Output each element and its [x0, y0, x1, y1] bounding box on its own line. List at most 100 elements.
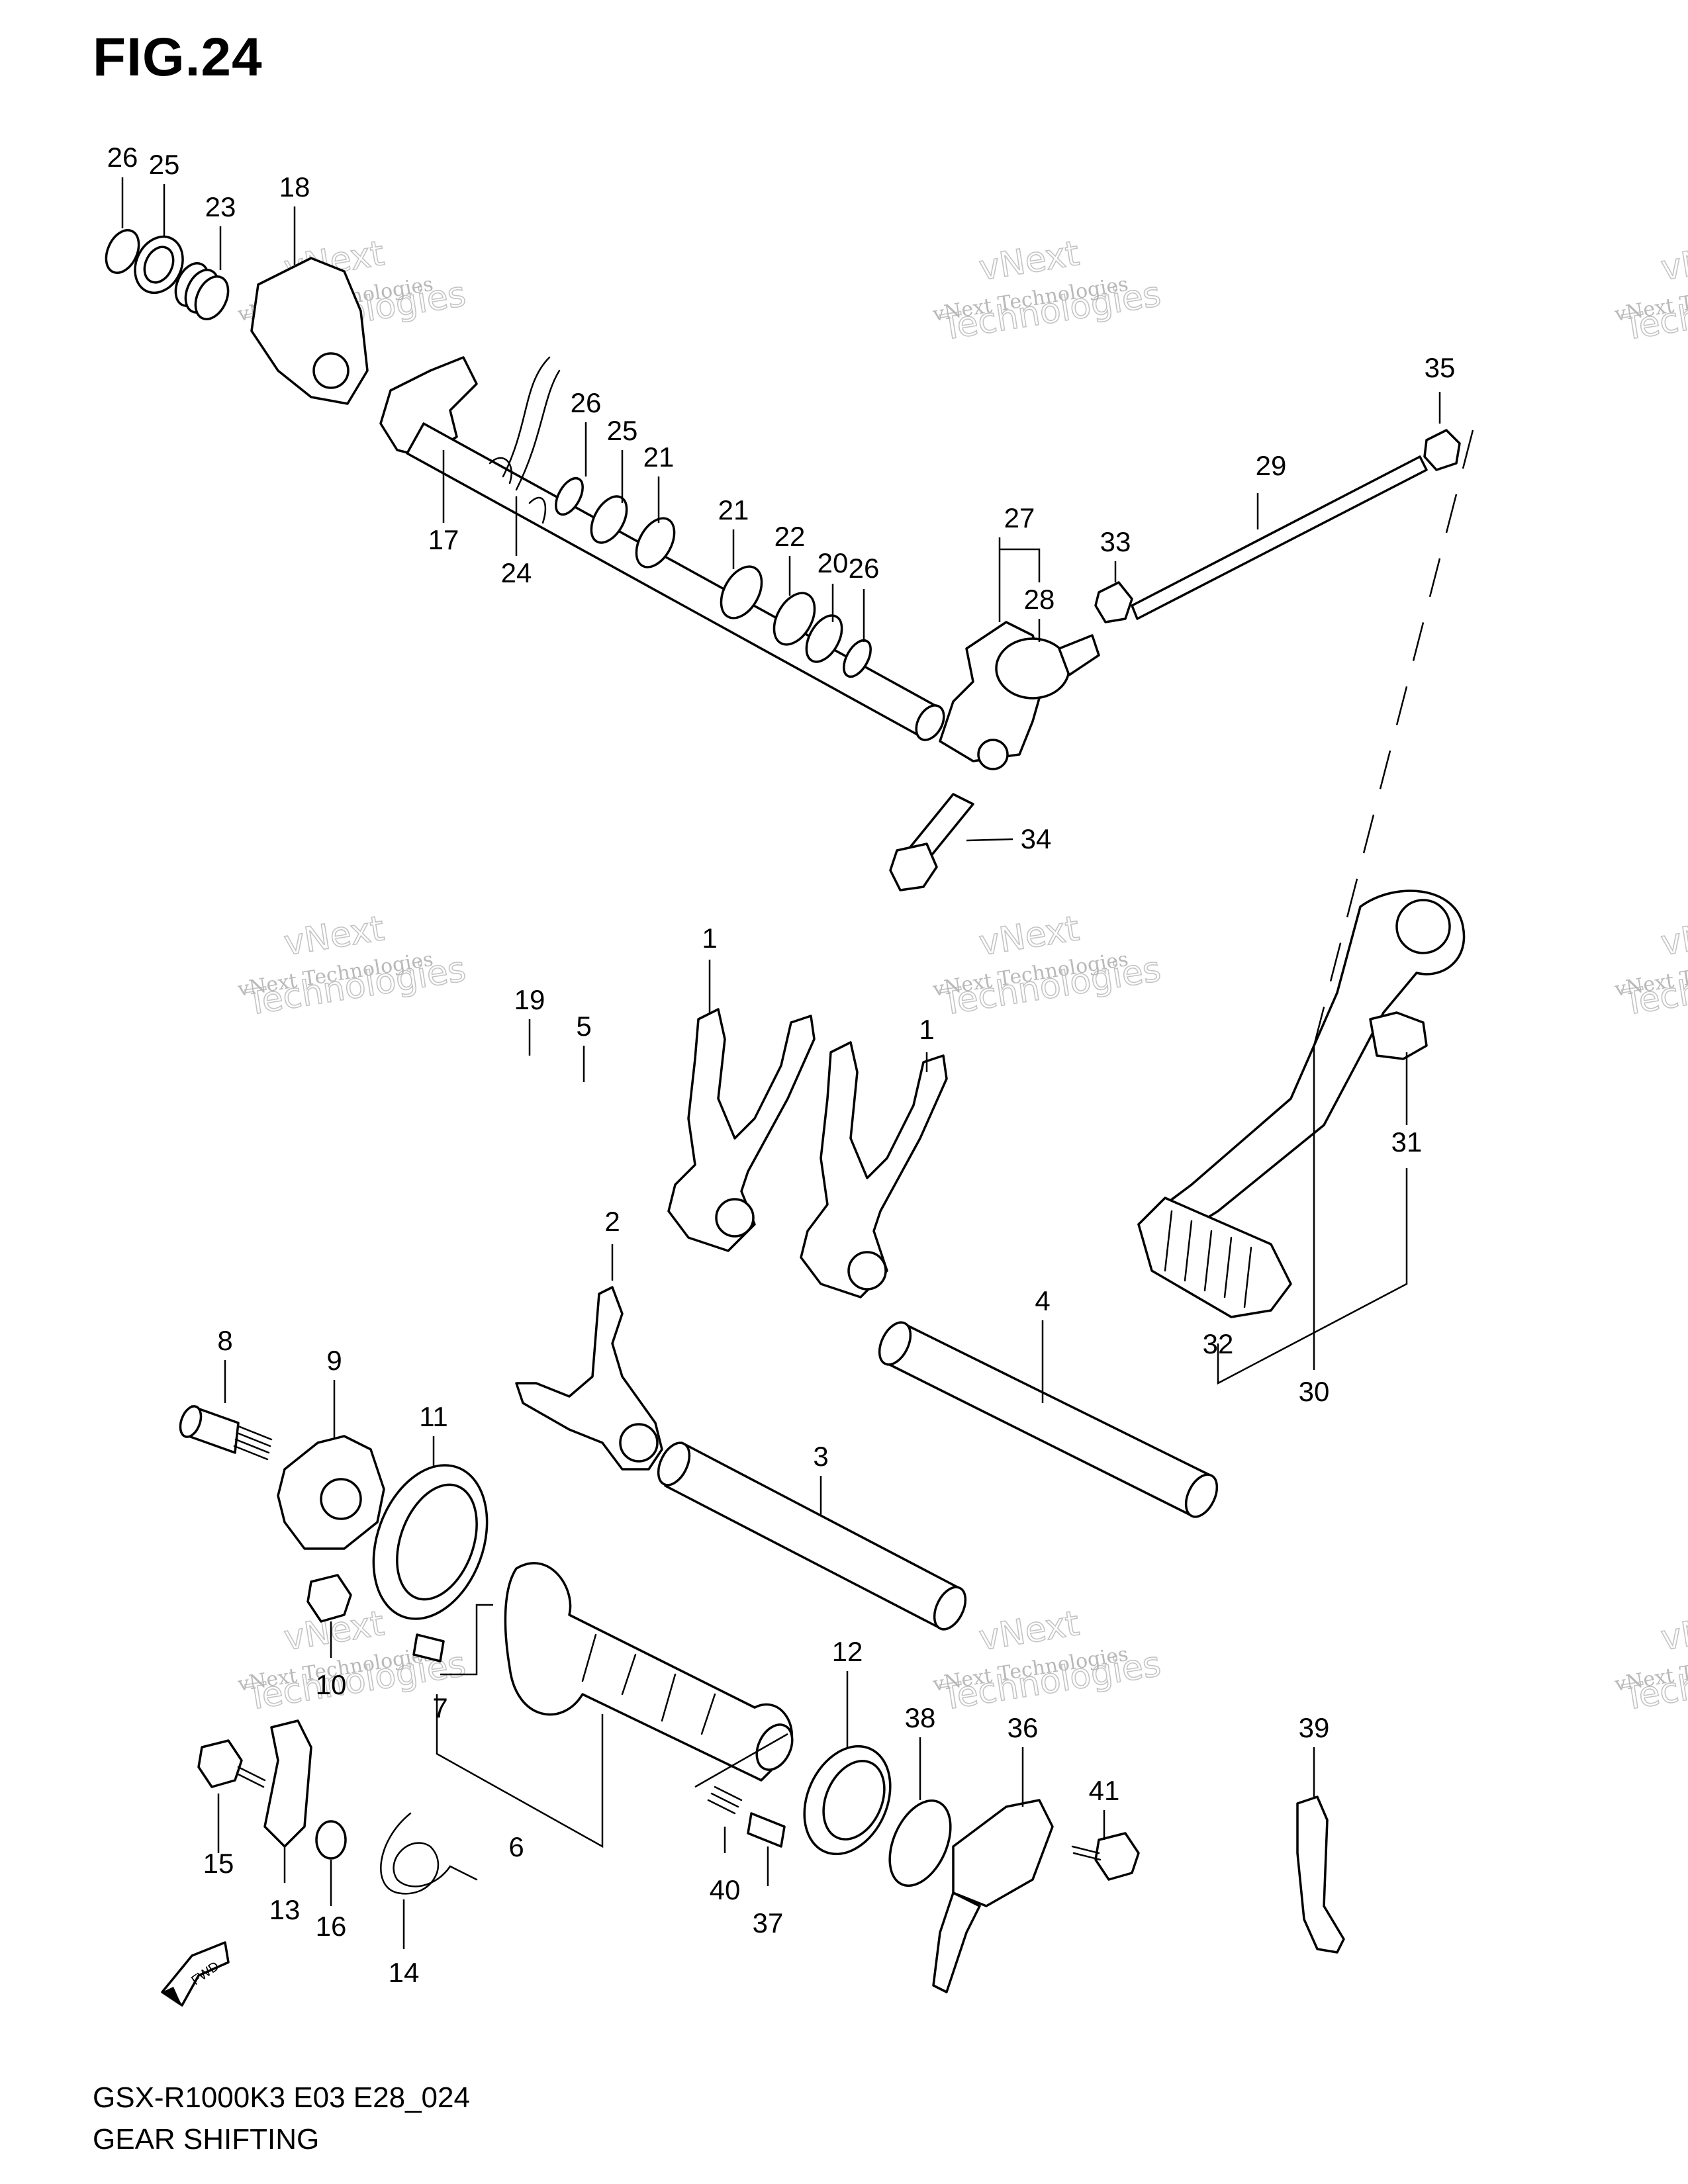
- svg-text:vNext: vNext: [1658, 909, 1688, 964]
- callout-13[interactable]: 13: [269, 1894, 301, 1925]
- callout-40[interactable]: 40: [710, 1874, 741, 1905]
- callout-28[interactable]: 28: [1024, 584, 1055, 615]
- svg-text:vNext: vNext: [1658, 234, 1688, 289]
- drum-bearing-part[interactable]: [353, 1449, 507, 1635]
- callout-32[interactable]: 32: [1203, 1328, 1234, 1359]
- lower-center-parts: [707, 1733, 1345, 1993]
- pedal-pivot-bolt[interactable]: [1369, 1011, 1428, 1060]
- fork-shaft-4[interactable]: [886, 1322, 1213, 1517]
- callout-1[interactable]: 1: [702, 923, 717, 954]
- callout-11[interactable]: 11: [419, 1401, 448, 1432]
- gearshift-drum-assembly: [179, 1405, 794, 1895]
- stopper-arm-part[interactable]: [263, 1719, 312, 1848]
- callout-37[interactable]: 37: [753, 1907, 784, 1938]
- callout-24[interactable]: 24: [501, 557, 532, 588]
- o-ring-part[interactable]: [878, 1792, 962, 1895]
- callout-2[interactable]: 2: [604, 1206, 620, 1237]
- callout-30[interactable]: 30: [1299, 1376, 1330, 1407]
- callout-16[interactable]: 16: [316, 1911, 347, 1942]
- callout-17[interactable]: 17: [428, 524, 459, 555]
- callout-3[interactable]: 3: [813, 1441, 828, 1472]
- needle-bearing-part[interactable]: [788, 1733, 907, 1868]
- callout-7[interactable]: 7: [432, 1692, 447, 1723]
- cam-screw-part[interactable]: [306, 1574, 352, 1623]
- stopper-spring-part[interactable]: [380, 1812, 478, 1895]
- gearshift-lever-part[interactable]: [1137, 889, 1466, 1246]
- callout-29[interactable]: 29: [1256, 450, 1287, 481]
- callout-34[interactable]: 34: [1021, 823, 1052, 854]
- spring-part[interactable]: [169, 258, 235, 324]
- callout-22[interactable]: 22: [774, 521, 806, 552]
- washer-part-16[interactable]: [315, 1820, 347, 1860]
- pedal-rubber-part[interactable]: [1137, 1197, 1292, 1318]
- callout-10[interactable]: 10: [316, 1669, 347, 1700]
- callout-31[interactable]: 31: [1391, 1126, 1423, 1158]
- callout-41[interactable]: 41: [1089, 1775, 1120, 1806]
- callout-33[interactable]: 33: [1100, 526, 1131, 557]
- svg-text:vNext: vNext: [1658, 1604, 1688, 1659]
- callout-27[interactable]: 27: [1004, 502, 1035, 533]
- callout-25[interactable]: 25: [149, 149, 180, 180]
- callout-39[interactable]: 39: [1299, 1712, 1330, 1743]
- shift-arm-part[interactable]: [379, 356, 478, 458]
- neutral-spring-part[interactable]: [707, 1786, 743, 1815]
- callout-8[interactable]: 8: [217, 1325, 232, 1356]
- callout-35[interactable]: 35: [1425, 352, 1456, 383]
- svg-text:vNext: vNext: [976, 909, 1082, 964]
- callout-26[interactable]: 26: [849, 553, 880, 584]
- callout-36[interactable]: 36: [1008, 1712, 1039, 1743]
- stopper-bolt-part[interactable]: [197, 1739, 243, 1788]
- section-title: GEAR SHIFTING: [93, 2123, 320, 2156]
- wire-clamp-part[interactable]: [1296, 1796, 1345, 1954]
- callout-4[interactable]: 4: [1035, 1285, 1050, 1316]
- shift-shaft-assembly: [100, 225, 945, 741]
- callout-14[interactable]: 14: [389, 1957, 420, 1988]
- callout-1[interactable]: 1: [919, 1014, 934, 1045]
- fork-shafts: [657, 1321, 1219, 1631]
- neutral-plunger-part[interactable]: [747, 1812, 786, 1848]
- callout-21[interactable]: 21: [718, 494, 749, 525]
- callout-9[interactable]: 9: [326, 1345, 342, 1376]
- callout-18[interactable]: 18: [279, 171, 310, 203]
- return-spring-part[interactable]: [489, 356, 561, 524]
- shift-link-assembly: [889, 429, 1461, 891]
- svg-text:vNext: vNext: [976, 234, 1082, 289]
- forward-direction-badge: FWD: [161, 1941, 230, 2007]
- ball-joint-part[interactable]: [995, 637, 1070, 700]
- svg-text:vNext: vNext: [976, 1604, 1082, 1659]
- callout-38[interactable]: 38: [905, 1702, 936, 1733]
- callout-26[interactable]: 26: [107, 142, 138, 173]
- switch-screw-part[interactable]: [1094, 1832, 1140, 1881]
- gearshift-pedal-assembly: [1137, 430, 1474, 1318]
- drum-pin-part[interactable]: [412, 1633, 445, 1662]
- rod-end-nut[interactable]: [1423, 429, 1461, 471]
- shift-fork-b[interactable]: [800, 1041, 948, 1298]
- circlip-part[interactable]: [100, 225, 146, 278]
- callout-23[interactable]: 23: [205, 191, 236, 222]
- shift-fork-a[interactable]: [667, 1008, 816, 1252]
- callout-6[interactable]: 6: [508, 1831, 524, 1862]
- leader-lines: [121, 177, 1441, 1949]
- shift-rod-part[interactable]: [1131, 455, 1428, 620]
- gear-position-switch[interactable]: [952, 1799, 1054, 1907]
- callout-19[interactable]: 19: [514, 984, 545, 1015]
- callout-21[interactable]: 21: [643, 441, 675, 473]
- callout-labels: 1123456789101112131415161718192021212223…: [107, 142, 1456, 1988]
- shift-forks: [515, 1008, 948, 1471]
- nut-part[interactable]: [1094, 581, 1133, 623]
- shift-fork-c[interactable]: [515, 1286, 663, 1471]
- callout-15[interactable]: 15: [203, 1848, 234, 1879]
- callout-20[interactable]: 20: [818, 547, 849, 578]
- gearshift-drum-part[interactable]: [504, 1562, 794, 1782]
- callout-5[interactable]: 5: [576, 1011, 591, 1042]
- shift-plate-part[interactable]: [250, 257, 369, 405]
- callout-25[interactable]: 25: [607, 415, 638, 446]
- callout-12[interactable]: 12: [832, 1636, 863, 1667]
- callout-26[interactable]: 26: [571, 387, 602, 418]
